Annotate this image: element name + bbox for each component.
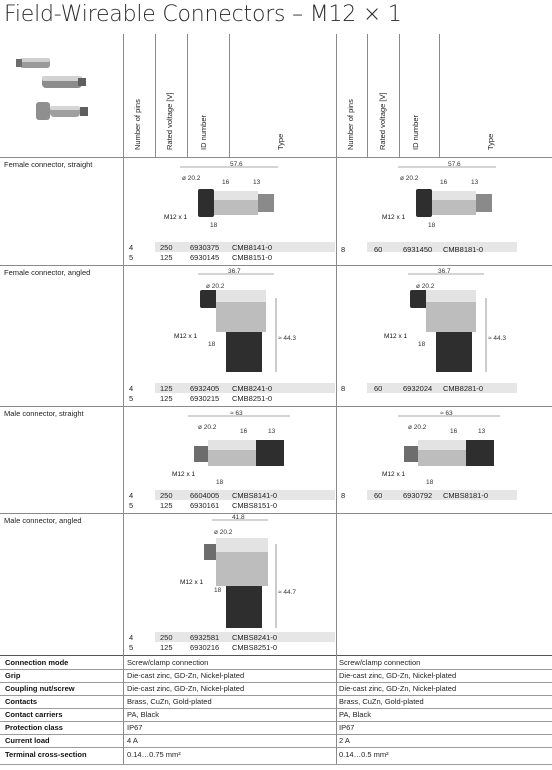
svg-text:18: 18 [428, 222, 436, 229]
connector-photo-1 [16, 58, 50, 68]
page-title: Field-Wireable Connectors – M12 × 1 [4, 2, 402, 27]
table-row: 4 [129, 384, 134, 393]
svg-text:ø 20.2: ø 20.2 [182, 175, 201, 182]
header-voltage-left: Rated voltage [V] [165, 92, 174, 150]
connector-photo-3 [36, 102, 88, 120]
spec-label-grip: Grip [5, 671, 21, 680]
svg-text:M12 x 1: M12 x 1 [382, 214, 406, 221]
table-row: 4 [129, 633, 134, 642]
svg-text:18: 18 [418, 341, 426, 348]
spec-label-contacts: Contacts [5, 697, 38, 706]
drawing-female-straight-left: 57.6 ø 20.2 16 13 M12 x 1 18 [164, 161, 278, 229]
section-label-male-straight: Male connector, straight [4, 409, 84, 418]
svg-text:41.8: 41.8 [232, 514, 245, 521]
header-voltage-right: Rated voltage [V] [378, 92, 387, 150]
svg-text:ø 20.2: ø 20.2 [416, 283, 435, 290]
svg-text:ø 20.2: ø 20.2 [214, 529, 233, 536]
svg-text:≈ 44.3: ≈ 44.3 [488, 335, 506, 342]
svg-text:M12 x 1: M12 x 1 [384, 333, 408, 340]
connector-photo-2 [42, 76, 86, 88]
svg-text:13: 13 [268, 428, 276, 435]
spec-label-contact-carriers: Contact carriers [5, 710, 63, 719]
section-label-female-straight: Female connector, straight [4, 160, 93, 169]
drawing-male-straight-left: ≈ 63 ø 20.2 16 13 M12 x 1 18 [172, 410, 290, 486]
table-row: 5 [129, 394, 134, 403]
product-photo [16, 58, 88, 120]
drawing-female-angled-right: 36.7 ø 20.2 ≈ 44.3 M12 x 1 18 [384, 268, 506, 372]
svg-text:≈ 63: ≈ 63 [230, 410, 243, 417]
svg-text:≈ 44.3: ≈ 44.3 [278, 335, 296, 342]
table-row: 8 [341, 384, 346, 393]
spec-label-terminal-cross-section: Terminal cross-section [5, 750, 87, 759]
svg-text:18: 18 [214, 587, 222, 594]
table-row: 8 [341, 491, 346, 500]
table-row: 5 [129, 501, 134, 510]
header-id-right: ID number [411, 114, 420, 150]
drawing-male-angled-left: 41.8 ø 20.2 ≈ 44.7 M12 x 1 18 [180, 514, 296, 628]
svg-text:ø 20.2: ø 20.2 [400, 175, 419, 182]
dim-length: 57.6 [230, 161, 243, 168]
svg-text:ø 20.2: ø 20.2 [206, 283, 225, 290]
header-type-right: Type [486, 133, 495, 150]
section-label-female-angled: Female connector, angled [4, 268, 91, 277]
section-label-male-angled: Male connector, angled [4, 516, 82, 525]
header-id-left: ID number [199, 114, 208, 150]
svg-text:M12 x 1: M12 x 1 [164, 214, 188, 221]
product-table: Number of pins Rated voltage [V] ID numb… [0, 34, 552, 770]
svg-text:18: 18 [426, 479, 434, 486]
spec-label-connection-mode: Connection mode [5, 658, 69, 667]
header-type-left: Type [276, 133, 285, 150]
spec-label-current-load: Current load [5, 736, 50, 745]
table-row: 4 [129, 491, 134, 500]
svg-text:13: 13 [253, 179, 261, 186]
svg-text:16: 16 [240, 428, 248, 435]
table-row: 4 [129, 243, 134, 252]
svg-text:≈ 63: ≈ 63 [440, 410, 453, 417]
svg-text:ø 20.2: ø 20.2 [408, 424, 427, 431]
svg-text:13: 13 [478, 428, 486, 435]
table-row: 8 [341, 245, 346, 254]
svg-text:M12 x 1: M12 x 1 [174, 333, 198, 340]
svg-text:M12 x 1: M12 x 1 [180, 579, 204, 586]
drawing-male-straight-right: ≈ 63 ø 20.2 16 13 M12 x 1 18 [382, 410, 500, 486]
svg-text:16: 16 [450, 428, 458, 435]
svg-text:M12 x 1: M12 x 1 [172, 471, 196, 478]
table-row: 5 [129, 643, 134, 652]
svg-text:18: 18 [208, 341, 216, 348]
spec-label-protection-class: Protection class [5, 723, 63, 732]
svg-text:16: 16 [440, 179, 448, 186]
table-row: 5 [129, 253, 134, 262]
header-pins-right: Number of pins [346, 99, 355, 150]
drawing-female-angled-left: 36.7 ø 20.2 ≈ 44.3 M12 x 1 18 [174, 268, 296, 372]
svg-text:13: 13 [471, 179, 479, 186]
svg-text:57.6: 57.6 [448, 161, 461, 168]
drawing-female-straight-right: 57.6 ø 20.2 16 13 M12 x 1 18 [382, 161, 496, 229]
svg-text:≈ 44.7: ≈ 44.7 [278, 589, 296, 596]
svg-text:ø 20.2: ø 20.2 [198, 424, 217, 431]
svg-text:36.7: 36.7 [438, 268, 451, 275]
svg-text:16: 16 [222, 179, 230, 186]
svg-text:18: 18 [210, 222, 218, 229]
svg-text:36.7: 36.7 [228, 268, 241, 275]
svg-text:M12 x 1: M12 x 1 [382, 471, 406, 478]
header-pins-left: Number of pins [133, 99, 142, 150]
svg-text:18: 18 [216, 479, 224, 486]
spec-label-coupling-nut: Coupling nut/screw [5, 684, 75, 693]
